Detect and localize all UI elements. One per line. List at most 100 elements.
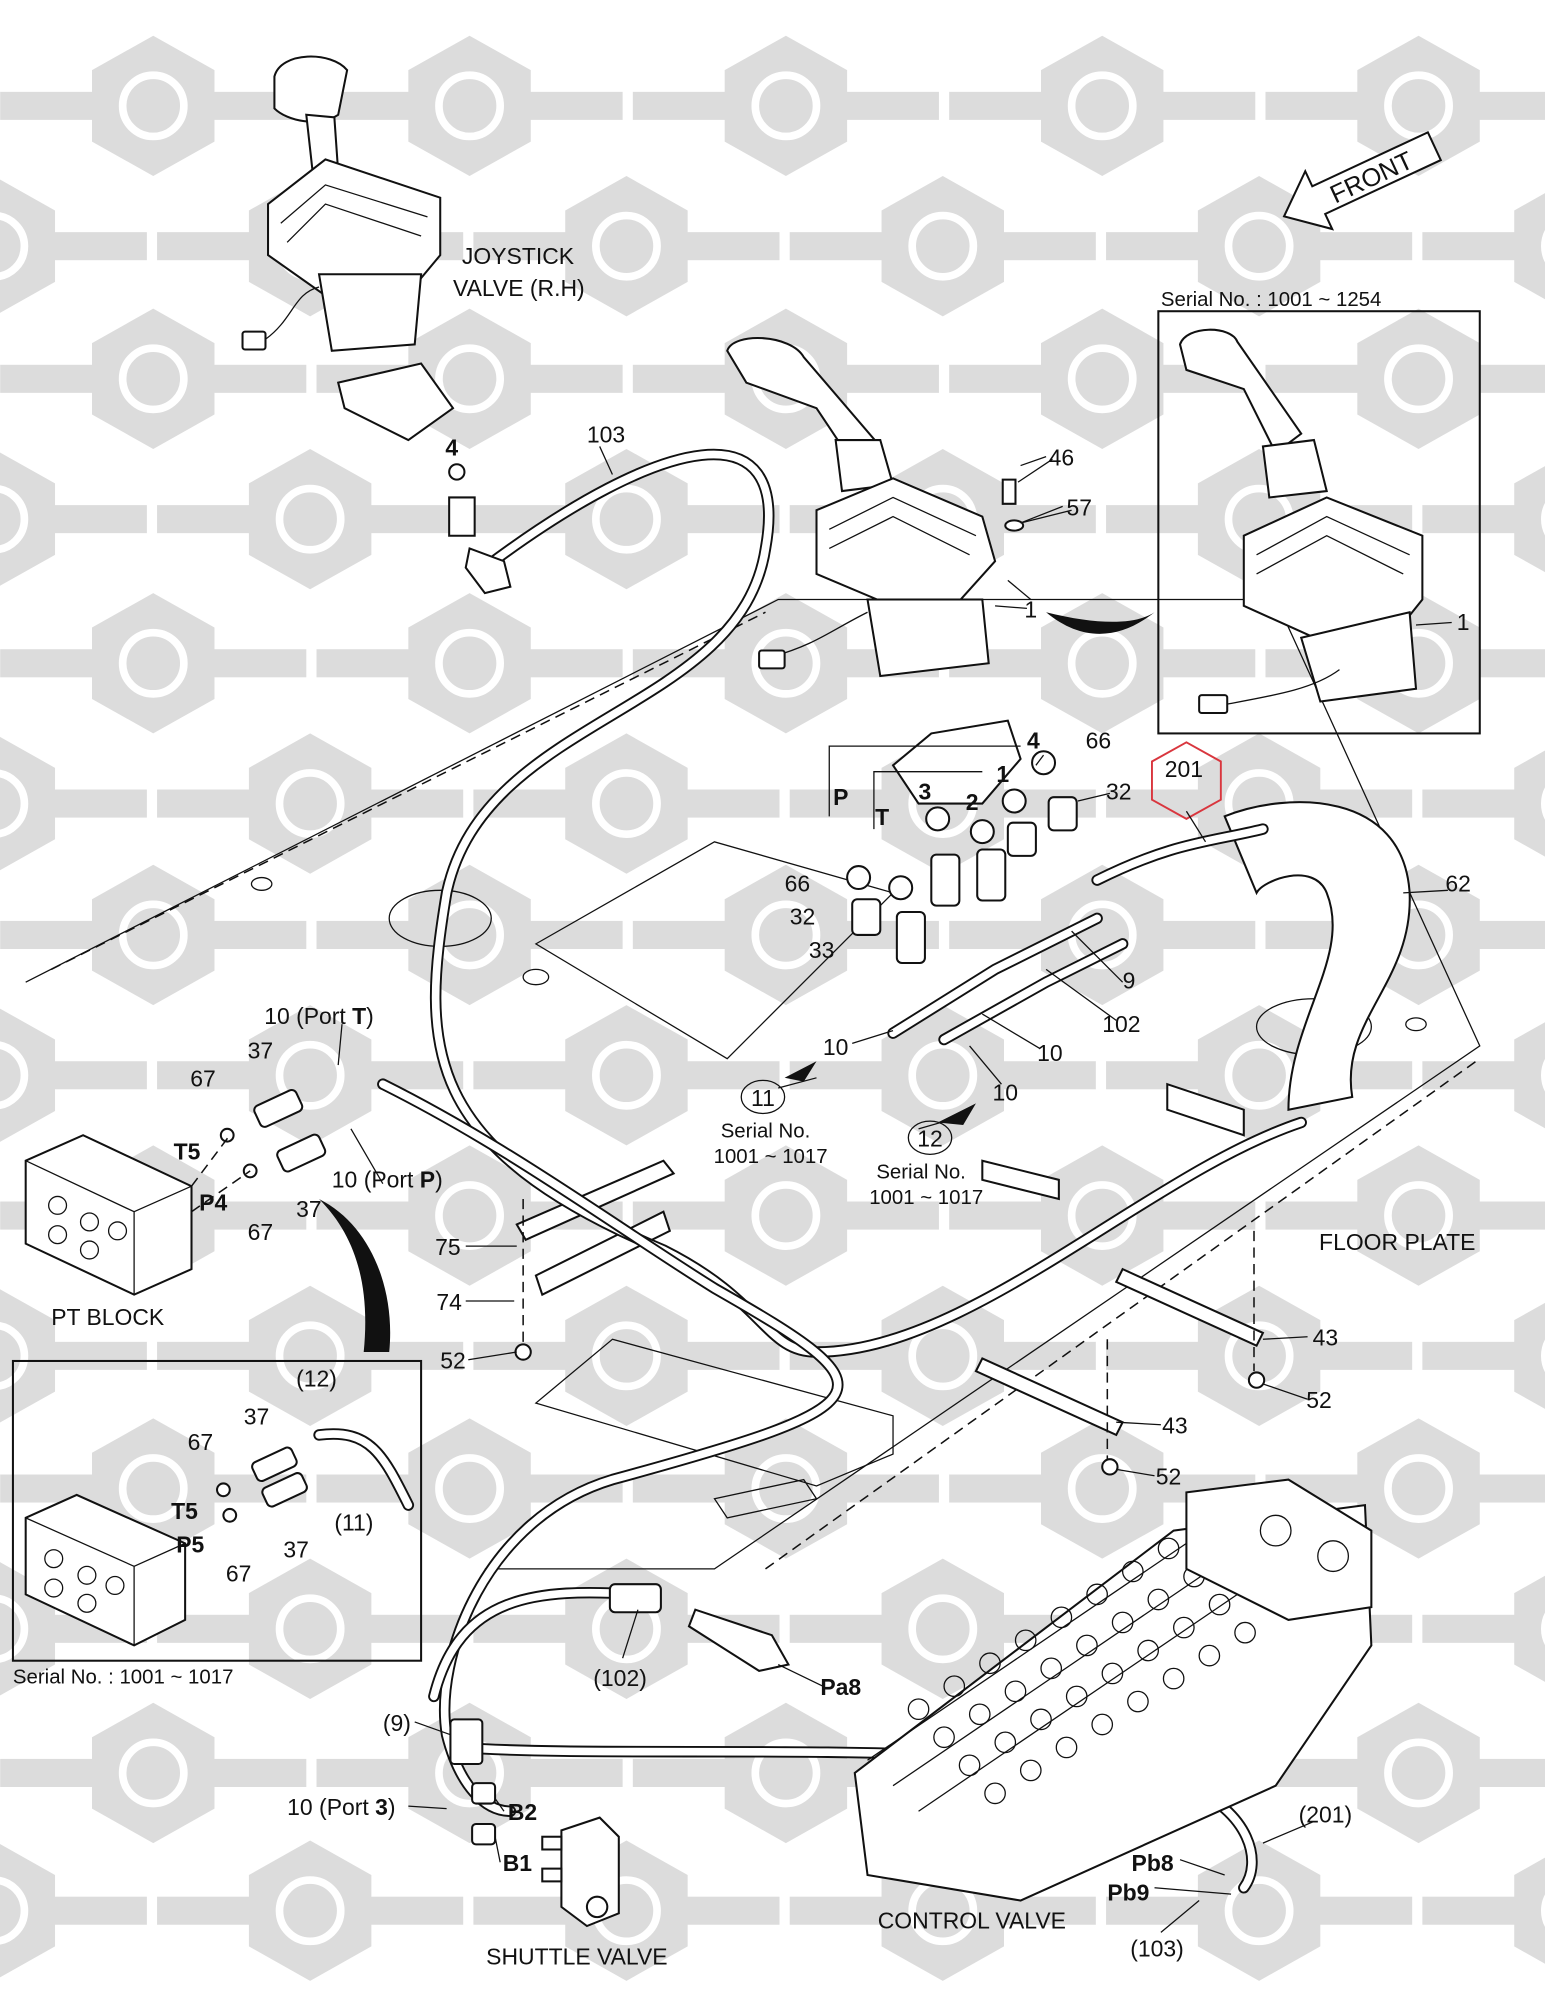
watermark-tile (1106, 1005, 1413, 1146)
valve-port-hole (1234, 1621, 1256, 1644)
shuttle-valve (449, 1718, 620, 1928)
valve-port-hole (1208, 1593, 1231, 1616)
floor-plate (25, 598, 1481, 1570)
watermark-tile (1422, 1302, 1545, 1409)
watermark-tile (0, 1702, 307, 1844)
part-43: 43 (1313, 1325, 1339, 1351)
port-3-label: 10 (Port 3) (287, 1794, 395, 1820)
joystick-label-line1: JOYSTICK (462, 243, 575, 269)
valve-port-hole (1030, 1708, 1052, 1731)
watermark-tile (473, 448, 780, 590)
callout-11-range: 1001 ~ 1017 (714, 1146, 828, 1168)
watermark-tile (1422, 193, 1545, 300)
part-37: 37 (296, 1196, 322, 1222)
part-4: 4 (445, 434, 458, 460)
watermark-tile (1422, 1022, 1545, 1129)
valve-port-hole (1121, 1560, 1144, 1583)
valve-port-hole (1065, 1685, 1088, 1708)
watermark-tile (0, 35, 307, 177)
valve-port-hole (1040, 1657, 1063, 1680)
port-2: 2 (966, 789, 979, 815)
watermark-tile (949, 308, 1256, 449)
part-62: 62 (1445, 871, 1471, 897)
part-103: 103 (587, 422, 625, 448)
valve-port-hole (1004, 1680, 1027, 1703)
part-9-ref: (9) (383, 1710, 411, 1736)
watermark-tile (1265, 35, 1545, 177)
valve-port-hole (1173, 1616, 1195, 1639)
watermark-tile (632, 1418, 939, 1559)
part-46: 46 (1049, 445, 1075, 471)
part-66: 66 (1086, 728, 1112, 754)
inset-part-37: 37 (244, 1404, 270, 1430)
watermark-tile (473, 1005, 780, 1146)
part-9: 9 (1123, 968, 1136, 994)
control-valve-label: CONTROL VALVE (878, 1908, 1066, 1934)
port-4: 4 (1027, 728, 1040, 754)
part-32: 32 (790, 904, 816, 930)
valve-port-hole (1198, 1644, 1221, 1667)
valve-port-hole (1055, 1736, 1078, 1759)
fittings (828, 719, 1129, 1046)
inset-top-part-1: 1 (1457, 609, 1470, 635)
watermark-tile (157, 1558, 464, 1699)
watermark-tile (1106, 1840, 1413, 1981)
valve-port-hole (1157, 1537, 1180, 1560)
valve-port-hole (1050, 1606, 1073, 1629)
port-pb8: Pb8 (1132, 1850, 1174, 1876)
pt-block (24, 1088, 391, 1353)
valve-port-hole (968, 1703, 991, 1726)
part-74: 74 (436, 1289, 462, 1315)
watermark-tile (0, 308, 307, 449)
valve-port-hole (1162, 1667, 1185, 1690)
inset-frame-serial-1001-1254 (1157, 310, 1481, 735)
watermark-tile (949, 593, 1256, 734)
valve-port-hole (994, 1731, 1017, 1754)
highlight-hexagon (1151, 741, 1222, 820)
watermark-tile (157, 1840, 464, 1981)
watermark-tile (316, 593, 623, 734)
watermark-tile (789, 1558, 1096, 1699)
watermark-tile (632, 1145, 939, 1286)
watermark-tile (0, 593, 307, 734)
labels: JOYSTICK VALVE (R.H) Serial No. : 1001 ~… (13, 243, 1475, 1969)
watermark-tile (157, 1285, 464, 1427)
watermark-tile (316, 864, 623, 1006)
port-3: 3 (919, 779, 932, 805)
part-57: 57 (1067, 494, 1093, 520)
part-10: 10 (823, 1034, 849, 1060)
part-102: 102 (1102, 1011, 1140, 1037)
watermark-tile (949, 35, 1256, 177)
callout-12-serial: Serial No. (876, 1162, 966, 1184)
watermark-tile (789, 176, 1096, 317)
watermark-tile (0, 864, 307, 1006)
watermark-tile (0, 1289, 147, 1423)
inset-part-67: 67 (226, 1561, 252, 1587)
watermark-tile (1422, 750, 1545, 857)
port-t5: T5 (174, 1138, 201, 1164)
valve-port-hole (1147, 1588, 1170, 1611)
port-b2: B2 (508, 1799, 537, 1825)
part-67: 67 (190, 1066, 216, 1092)
watermark-tile (0, 1418, 307, 1559)
hose-bundle (377, 448, 1411, 1894)
inset-part-37: 37 (283, 1536, 309, 1562)
callout-12-range: 1001 ~ 1017 (869, 1187, 983, 1209)
part-33: 33 (809, 937, 835, 963)
watermark-tile (632, 35, 939, 177)
front-label: FRONT (1326, 147, 1417, 209)
part-52: 52 (440, 1348, 466, 1374)
valve-port-hole (1137, 1639, 1159, 1662)
pt-block-inset (24, 1428, 415, 1647)
joystick-label-line2: VALVE (R.H) (453, 275, 585, 301)
watermark-tile (473, 1285, 780, 1427)
port-t: T (875, 804, 889, 830)
joystick-inset (1178, 328, 1452, 715)
watermark-tile (0, 179, 147, 313)
part-201-highlighted: 201 (1165, 756, 1203, 782)
watermark-tile (1422, 1857, 1545, 1964)
port-b1: B1 (503, 1850, 533, 1876)
joystick-valve-rh (241, 55, 512, 595)
bracket-75 (514, 1159, 1266, 1476)
